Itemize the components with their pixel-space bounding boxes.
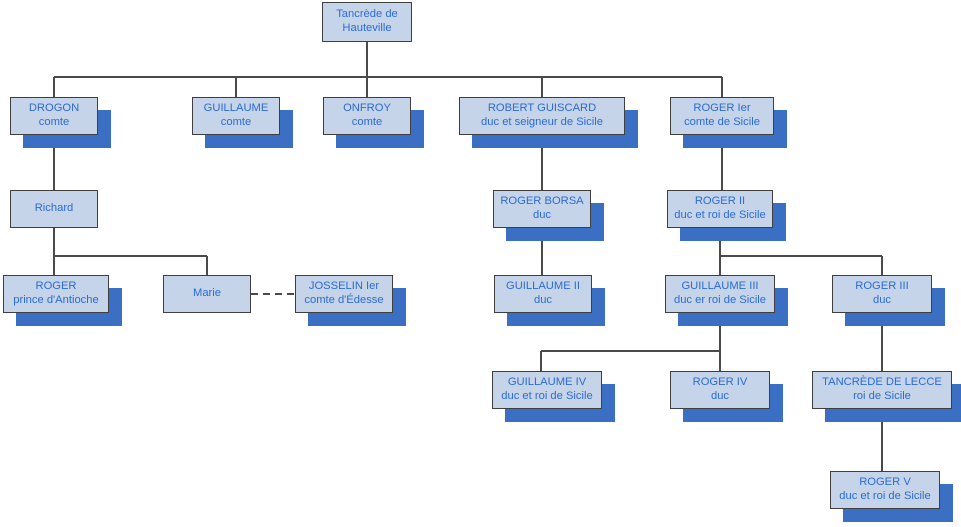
node-name: Richard — [34, 202, 74, 215]
node-box[interactable]: Richard — [10, 190, 98, 228]
node-title: duc — [532, 209, 552, 221]
node-title: Hauteville — [342, 22, 392, 34]
node-title: duc et seigneur de Sicile — [481, 116, 603, 128]
node-name: ROGER — [35, 280, 77, 293]
node-title: comte — [38, 116, 70, 128]
node-name: Marie — [193, 287, 221, 300]
node-name: ROGER Ier — [693, 102, 751, 115]
node-name: ROGER V — [859, 476, 911, 489]
node-name: GUILLAUME II — [506, 280, 580, 293]
node-name: ROBERT GUISCARD — [487, 102, 597, 115]
node-title: duc — [710, 390, 730, 402]
node-name: JOSSELIN Ier — [308, 280, 380, 293]
node-title: comte — [351, 116, 383, 128]
node-title: duc er roi de Sicile — [673, 294, 767, 306]
node-title: comte d'Édesse — [304, 294, 384, 306]
node-name: GUILLAUME III — [681, 280, 759, 293]
node-name: ROGER IV — [692, 376, 748, 389]
node-name: ROGER II — [694, 195, 746, 208]
node-name: GUILLAUME IV — [507, 376, 587, 389]
node-title: comte de Sicile — [684, 116, 760, 128]
person-node-marie[interactable]: Marie — [163, 275, 251, 313]
node-title: duc et roi de Sicile — [674, 209, 766, 221]
node-box[interactable]: Marie — [163, 275, 251, 313]
node-name: GUILLAUME — [203, 102, 269, 115]
node-name: ROGER BORSA — [500, 195, 584, 208]
node-name: TANCRÈDE DE LECCE — [822, 376, 942, 389]
node-name: ROGER III — [855, 280, 909, 293]
node-title: duc et roi de Sicile — [839, 490, 931, 502]
node-title: roi de Sicile — [853, 390, 911, 402]
node-title: duc — [533, 294, 553, 306]
node-name: Tancrède de — [336, 8, 398, 21]
person-node-richard[interactable]: Richard — [10, 190, 98, 228]
node-title: duc et roi de Sicile — [501, 390, 593, 402]
node-name: DROGON — [28, 102, 80, 115]
node-title: comte — [220, 116, 252, 128]
node-name: ONFROY — [343, 102, 391, 115]
node-title: duc — [872, 294, 892, 306]
node-title: prince d'Antioche — [13, 294, 99, 306]
